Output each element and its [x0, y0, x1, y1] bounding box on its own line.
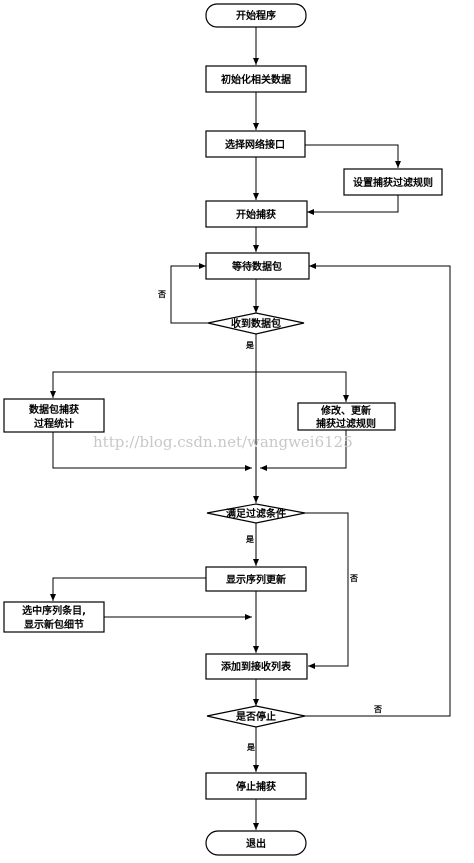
edge-to-modify	[256, 371, 349, 402]
node-start-capture-label: 开始捕获	[236, 208, 276, 221]
node-stop-capture-label: 停止捕获	[236, 780, 276, 793]
edge-label-no-received: 否	[157, 290, 166, 299]
node-stats: 数据包捕获 过程统计	[3, 398, 105, 433]
edge-label-yes-received: 是	[245, 340, 254, 350]
edge-filter-no	[305, 512, 349, 669]
node-exit-label: 退出	[246, 837, 266, 850]
node-start-label: 开始程序	[236, 9, 276, 22]
node-stop-capture: 停止捕获	[205, 772, 307, 800]
edge-filter-start-capture	[307, 195, 399, 215]
edge-label-no-filter: 否	[349, 574, 358, 583]
node-modify-label-1: 修改、更新	[320, 404, 371, 417]
edge-select-filter	[305, 144, 401, 168]
node-stats-label-1: 数据包捕获	[29, 403, 79, 416]
node-wait-packet: 等待数据包	[205, 252, 310, 280]
node-show-update: 显示序列更新	[205, 566, 307, 592]
node-stats-label-2: 过程统计	[34, 417, 74, 430]
node-modify-label-2: 捕获过滤规则	[316, 417, 376, 430]
node-set-filter: 设置捕获过滤规则	[343, 168, 443, 196]
node-init: 初始化相关数据	[205, 65, 307, 93]
watermark-text: http://blog.csdn.net/wangwei6125	[93, 433, 353, 451]
node-add-list-label: 添加到接收列表	[221, 660, 292, 673]
edge-label-yes-filter: 是	[245, 534, 254, 544]
node-stop-q: 是否停止	[206, 705, 306, 728]
node-exit: 退出	[205, 830, 307, 856]
node-select-item: 选中序列条目, 显示新包细节	[3, 601, 105, 633]
edge-modify-merge	[260, 430, 347, 471]
node-init-label: 初始化相关数据	[221, 73, 291, 86]
node-select-nic-label: 选择网络接口	[225, 138, 285, 151]
node-modify: 修改、更新 捕获过滤规则	[297, 402, 396, 431]
edge-label-yes-stop: 是	[246, 742, 255, 752]
edge-to-stats	[50, 371, 256, 398]
node-received: 收到数据包	[207, 312, 305, 335]
node-stop-q-label: 是否停止	[235, 710, 276, 723]
node-show-update-label: 显示序列更新	[226, 573, 286, 586]
edge-stop-no	[305, 263, 451, 717]
edge-show-select	[50, 577, 206, 601]
node-select-nic: 选择网络接口	[205, 130, 306, 158]
node-filter-cond: 满足过滤条件	[206, 503, 306, 524]
node-select-item-label-2: 显示新包细节	[24, 618, 84, 631]
edge-received-no	[170, 263, 208, 324]
edge-label-no-stop: 否	[373, 705, 382, 714]
node-set-filter-label: 设置捕获过滤规则	[353, 176, 433, 189]
node-add-list: 添加到接收列表	[205, 653, 308, 680]
edge-stats-merge	[52, 432, 252, 471]
node-select-item-label-1: 选中序列条目,	[22, 604, 86, 617]
node-filter-cond-label: 满足过滤条件	[226, 507, 286, 520]
node-start: 开始程序	[205, 3, 307, 28]
node-start-capture: 开始捕获	[205, 200, 308, 228]
connectors	[50, 27, 451, 830]
node-wait-packet-label: 等待数据包	[232, 260, 282, 273]
node-received-label: 收到数据包	[231, 317, 281, 330]
